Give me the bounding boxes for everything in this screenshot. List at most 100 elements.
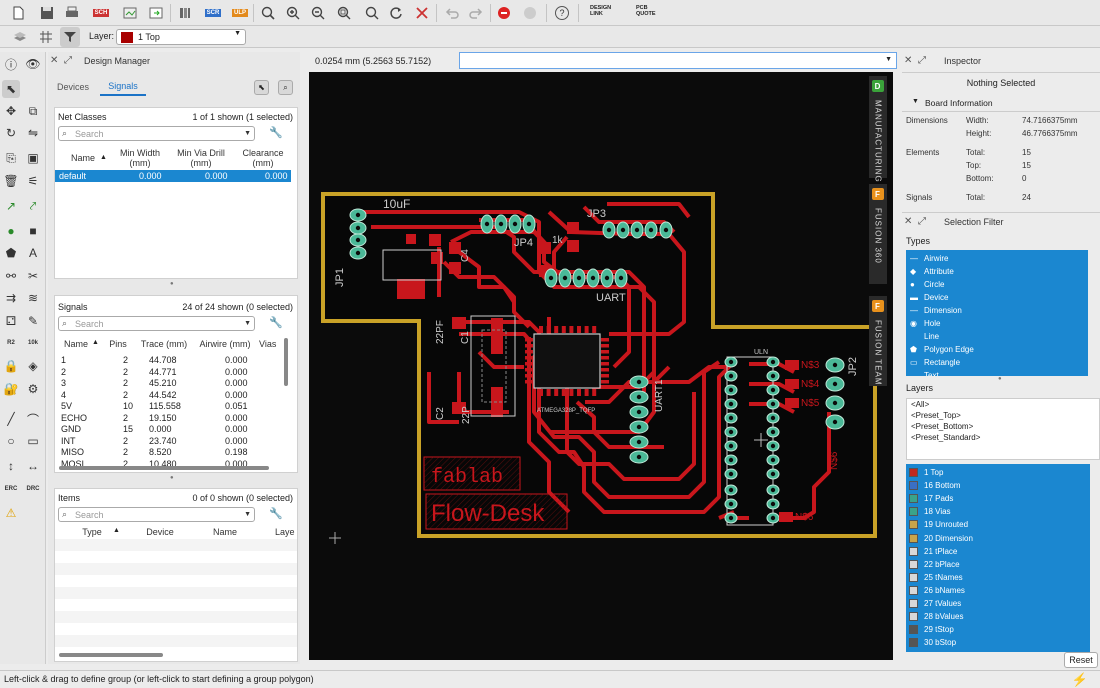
expand-icon[interactable]: ⤢: [64, 55, 72, 66]
table-row[interactable]: default 0.000 0.000 0.000: [55, 170, 291, 182]
gear-icon[interactable]: ⚙: [27, 382, 39, 396]
chevron-down-icon[interactable]: ▼: [885, 56, 892, 63]
board-view[interactable]: 10uF JP1 JP3 JP4 C4 1k UART 22PF C1 C2 2…: [309, 72, 893, 660]
type-item[interactable]: —Dimension: [910, 306, 962, 315]
layer-item[interactable]: 20 Dimension: [909, 532, 973, 545]
types-list[interactable]: —Airwire ◆Attribute ●Circle ▬Device —Dimensi…: [906, 250, 1088, 376]
stop-icon[interactable]: [494, 3, 514, 23]
undo-icon[interactable]: [442, 3, 462, 23]
column-header-device[interactable]: Device: [146, 527, 174, 537]
ripup-icon[interactable]: ✂: [27, 269, 39, 283]
arc-icon[interactable]: ⌒: [26, 412, 39, 427]
save-icon[interactable]: [37, 3, 57, 23]
go-icon[interactable]: [520, 3, 540, 23]
cam-icon[interactable]: [120, 3, 140, 23]
meander-icon[interactable]: ≋: [27, 291, 39, 305]
drc-icon[interactable]: DRC: [26, 486, 40, 492]
shape-icon[interactable]: ⬟: [5, 246, 17, 260]
tab-manufacturing[interactable]: D MANUFACTURING: [869, 76, 887, 183]
layer-item[interactable]: 19 Unrouted: [909, 518, 968, 531]
column-header-trace[interactable]: Trace (mm): [140, 339, 188, 349]
preset-item[interactable]: <Preset_Top>: [911, 411, 961, 420]
type-item[interactable]: —Airwire: [910, 254, 949, 263]
layer-item[interactable]: 25 tNames: [909, 571, 963, 584]
zoom-select-icon[interactable]: [334, 3, 354, 23]
redo-icon[interactable]: [466, 3, 486, 23]
layer-item[interactable]: 22 bPlace: [909, 558, 960, 571]
line-icon[interactable]: ╱: [7, 412, 15, 426]
ulp-icon[interactable]: ULP: [232, 9, 248, 17]
polygon-icon[interactable]: ■: [29, 224, 37, 238]
tab-signals[interactable]: Signals: [100, 78, 146, 96]
column-header-clearance[interactable]: Clearance (mm): [242, 148, 284, 168]
print-icon[interactable]: [62, 3, 82, 23]
signals-search[interactable]: ⌕ Search ▼: [58, 316, 255, 331]
column-header-name[interactable]: Name: [63, 339, 88, 349]
layer-item[interactable]: 27 tValues: [909, 597, 961, 610]
preset-item[interactable]: <All>: [911, 400, 930, 409]
r2-icon[interactable]: R2: [7, 340, 15, 346]
smash-icon[interactable]: ⚁: [5, 314, 17, 328]
wrench-icon[interactable]: 🔧: [269, 317, 283, 329]
column-header-min-width[interactable]: Min Width (mm): [119, 148, 160, 168]
command-input[interactable]: ▼: [459, 52, 897, 69]
type-item[interactable]: Line: [910, 330, 939, 343]
route-icon[interactable]: ↗: [5, 199, 17, 213]
column-header-name[interactable]: Name: [212, 527, 237, 537]
layer-presets-list[interactable]: <All><Preset_Top><Preset_Bottom><Preset_…: [906, 398, 1100, 460]
zoom-last-icon[interactable]: [362, 3, 382, 23]
circle-icon[interactable]: ○: [7, 434, 15, 448]
scr-icon[interactable]: SCR: [204, 9, 222, 17]
layer-item[interactable]: 29 tStop: [909, 623, 954, 636]
type-item[interactable]: Text: [910, 369, 939, 376]
layer-item[interactable]: 28 bValues: [909, 610, 963, 623]
lock2-icon[interactable]: 🔐: [3, 382, 19, 396]
help-icon[interactable]: ?: [552, 3, 572, 23]
type-item[interactable]: ⬟Polygon Edge: [910, 345, 974, 354]
new-file-icon[interactable]: [8, 3, 28, 23]
close-icon[interactable]: ✕: [904, 55, 913, 66]
type-item[interactable]: ◆Attribute: [910, 267, 954, 276]
type-item[interactable]: ◉Hole: [910, 319, 941, 328]
close-icon[interactable]: ✕: [904, 216, 913, 227]
type-item[interactable]: ●Circle: [910, 280, 945, 289]
close-icon[interactable]: ✕: [50, 55, 59, 66]
pcb-quote-button[interactable]: PCB QUOTE: [636, 5, 656, 17]
column-header-layer[interactable]: Layer: [275, 527, 295, 537]
lock-icon[interactable]: 🔒: [3, 359, 19, 373]
erc-icon[interactable]: ERC: [4, 486, 18, 492]
expand-icon[interactable]: ⤢: [918, 55, 926, 66]
net-classes-search[interactable]: ⌕ Search ▼: [58, 126, 255, 141]
signals-scrollbar[interactable]: [284, 338, 288, 386]
ratsnest-icon[interactable]: [412, 3, 432, 23]
column-header-type[interactable]: Type: [82, 527, 102, 537]
warning-icon[interactable]: ⚠: [5, 506, 17, 520]
via-icon[interactable]: ●: [7, 224, 15, 238]
items-h-scrollbar[interactable]: [59, 653, 163, 657]
measure-icon[interactable]: ↔: [27, 459, 39, 473]
change-icon[interactable]: ✎: [27, 314, 39, 328]
layer-select[interactable]: 1 Top ▼: [116, 29, 246, 45]
expand-icon[interactable]: ⤢: [918, 216, 926, 227]
rotate-icon[interactable]: ↻: [5, 126, 17, 140]
value-icon[interactable]: 10k: [27, 340, 38, 346]
reset-button[interactable]: Reset: [1064, 652, 1098, 668]
layer-item[interactable]: 17 Pads: [909, 492, 953, 505]
move-icon[interactable]: ✥: [5, 104, 17, 118]
net-icon[interactable]: ⚯: [5, 269, 17, 283]
eye-icon[interactable]: 👁: [25, 57, 41, 71]
type-item[interactable]: ▬Device: [910, 293, 949, 302]
grid-icon[interactable]: [36, 27, 56, 47]
select-tool-icon[interactable]: ⬉: [254, 80, 269, 95]
attribute-icon[interactable]: ◈: [28, 359, 38, 373]
column-header-name[interactable]: Name: [70, 153, 95, 163]
